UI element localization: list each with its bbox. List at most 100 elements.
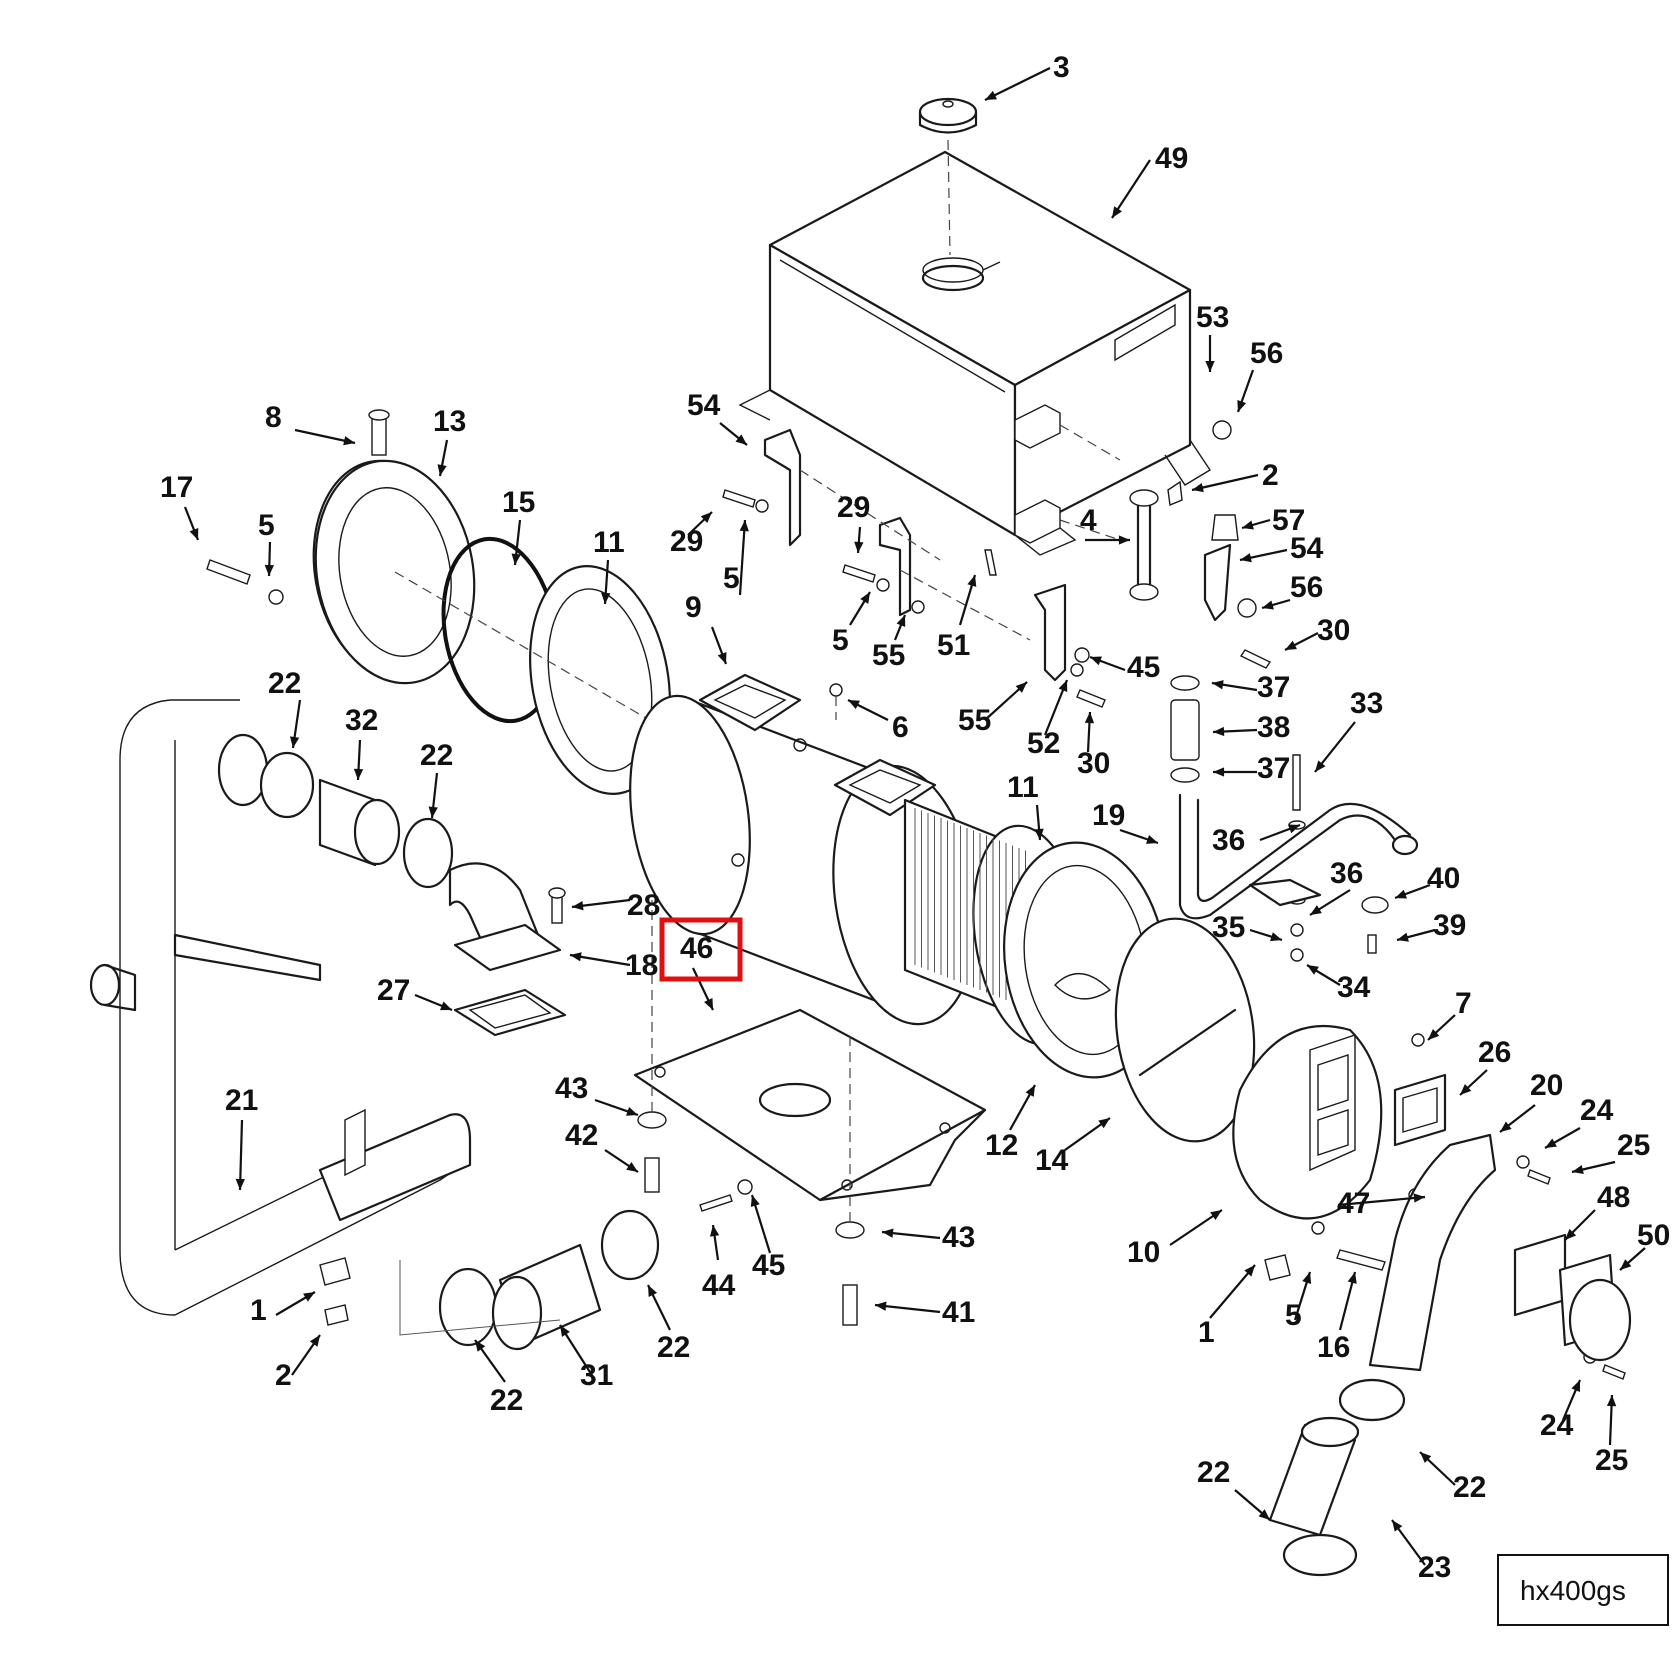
arrowhead xyxy=(1571,1380,1580,1392)
callout-11: 11 xyxy=(593,526,625,559)
callout-45: 45 xyxy=(752,1249,785,1282)
arrowhead xyxy=(1606,1395,1617,1407)
callout-40: 40 xyxy=(1427,862,1460,895)
arrowhead xyxy=(1565,1228,1577,1240)
callout-22: 22 xyxy=(1453,1471,1486,1504)
callout-48: 48 xyxy=(1597,1181,1630,1214)
arrowhead xyxy=(309,1335,320,1347)
arrowhead xyxy=(1620,1259,1632,1270)
arrowhead xyxy=(704,998,713,1010)
callout-29: 29 xyxy=(670,525,703,558)
arrowhead xyxy=(264,564,274,576)
arrowhead xyxy=(1262,600,1274,610)
arrowhead xyxy=(1213,767,1225,777)
arrowhead xyxy=(1270,932,1282,942)
callout-36: 36 xyxy=(1212,824,1245,857)
callout-14: 14 xyxy=(1035,1144,1069,1177)
callout-5: 5 xyxy=(258,509,275,542)
mounting-plate xyxy=(633,900,987,1222)
mounting-brackets xyxy=(763,428,1232,682)
callout-56: 56 xyxy=(1250,337,1283,370)
arrowhead xyxy=(735,434,747,445)
arrowhead xyxy=(739,520,749,532)
callout-39: 39 xyxy=(1433,909,1466,942)
arrowhead xyxy=(1112,206,1122,218)
callout-30: 30 xyxy=(1317,614,1350,647)
callout-57: 57 xyxy=(1272,504,1305,537)
arrowhead xyxy=(601,592,611,604)
arrowhead xyxy=(1397,932,1409,942)
arrowhead xyxy=(967,575,977,587)
callout-22: 22 xyxy=(268,667,301,700)
callout-35: 35 xyxy=(1212,911,1245,944)
outlet-piping-right xyxy=(1268,1073,1632,1577)
arrowhead xyxy=(1307,965,1319,975)
callout-53: 53 xyxy=(1196,301,1229,334)
arrowhead xyxy=(437,464,447,476)
arrowhead xyxy=(1500,1121,1512,1132)
callout-55: 55 xyxy=(958,704,991,737)
arrowhead xyxy=(1210,1210,1222,1221)
arrowhead xyxy=(428,806,438,818)
arrowhead xyxy=(1084,712,1095,724)
leader-line xyxy=(738,519,747,596)
arrowhead xyxy=(1090,656,1102,666)
callout-6: 6 xyxy=(892,711,909,744)
arrowhead xyxy=(1244,1265,1255,1277)
callout-28: 28 xyxy=(627,889,660,922)
callout-51: 51 xyxy=(937,629,970,662)
callout-18: 18 xyxy=(625,949,658,982)
callout-41: 41 xyxy=(942,1296,975,1329)
callout-9: 9 xyxy=(685,591,702,624)
callout-45: 45 xyxy=(1127,651,1160,684)
arrowhead xyxy=(1025,1085,1035,1097)
arrowhead xyxy=(709,1225,720,1237)
callout-13: 13 xyxy=(433,405,466,438)
callout-30: 30 xyxy=(1077,747,1110,780)
callout-12: 12 xyxy=(985,1129,1018,1162)
callout-42: 42 xyxy=(565,1119,598,1152)
arrowhead xyxy=(848,700,860,710)
callout-2: 2 xyxy=(275,1359,292,1392)
return-pipe xyxy=(1178,793,1419,920)
callout-5: 5 xyxy=(723,562,740,595)
callout-43: 43 xyxy=(555,1072,588,1105)
callout-16: 16 xyxy=(1317,1331,1350,1364)
callout-labels: 3 49 53 56 54 2 8 13 17 5 15 11 29 5 29 … xyxy=(160,51,1670,1584)
arrowhead xyxy=(343,436,355,446)
arrowhead xyxy=(235,1178,245,1190)
arrowhead xyxy=(1302,1272,1312,1284)
callout-20: 20 xyxy=(1530,1069,1563,1102)
arrowhead xyxy=(626,1106,638,1116)
arrowhead xyxy=(1098,1118,1110,1129)
arrowhead xyxy=(1315,760,1326,772)
arrowhead xyxy=(1242,520,1254,530)
callout-56: 56 xyxy=(1290,571,1323,604)
callout-47: 47 xyxy=(1337,1187,1370,1220)
arrowhead xyxy=(1288,824,1300,834)
arrowhead xyxy=(1058,680,1068,692)
arrowhead xyxy=(1205,360,1215,372)
callout-37: 37 xyxy=(1257,671,1290,704)
arrowhead xyxy=(572,901,584,911)
callout-32: 32 xyxy=(345,704,378,737)
arrowhead xyxy=(626,1161,638,1172)
arrowhead xyxy=(570,952,582,962)
arrowhead xyxy=(1285,640,1297,650)
arrowhead xyxy=(1258,1509,1270,1520)
arrowhead xyxy=(1146,835,1158,844)
callout-44: 44 xyxy=(702,1269,736,1302)
callout-11: 11 xyxy=(1007,771,1039,804)
callout-21: 21 xyxy=(225,1084,258,1117)
arrowhead xyxy=(1545,1138,1557,1148)
leader-line xyxy=(984,67,1051,101)
leader-line xyxy=(238,1119,244,1191)
leader-line xyxy=(1111,159,1151,219)
callout-49: 49 xyxy=(1155,142,1188,175)
arrowhead xyxy=(289,736,300,748)
arrowhead xyxy=(1310,905,1322,915)
arrowhead xyxy=(1395,889,1407,899)
arrowhead xyxy=(750,1195,760,1207)
callout-52: 52 xyxy=(1027,727,1060,760)
